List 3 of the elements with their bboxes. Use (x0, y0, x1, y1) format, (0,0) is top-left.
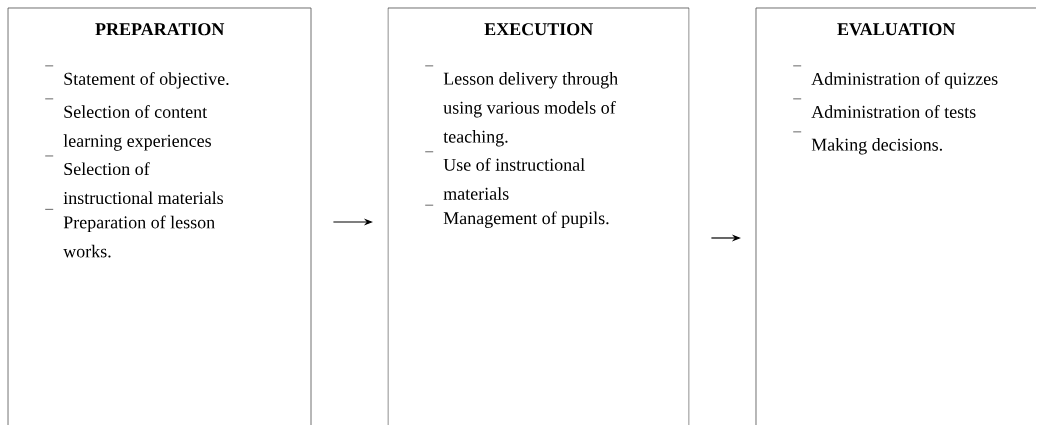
process-box: EVALUATION Administration of quizzes Administration of tests Making decisions. (755, 7, 1037, 425)
process-box: EXECUTION Lesson delivery through using various models of teaching. Use of instructional materials Management of pupils. (387, 7, 690, 425)
process-box: PREPARATION Statement of objective. Selection of content learning experiences Selection of instructional materials Preparation of lesson works. (7, 7, 312, 425)
